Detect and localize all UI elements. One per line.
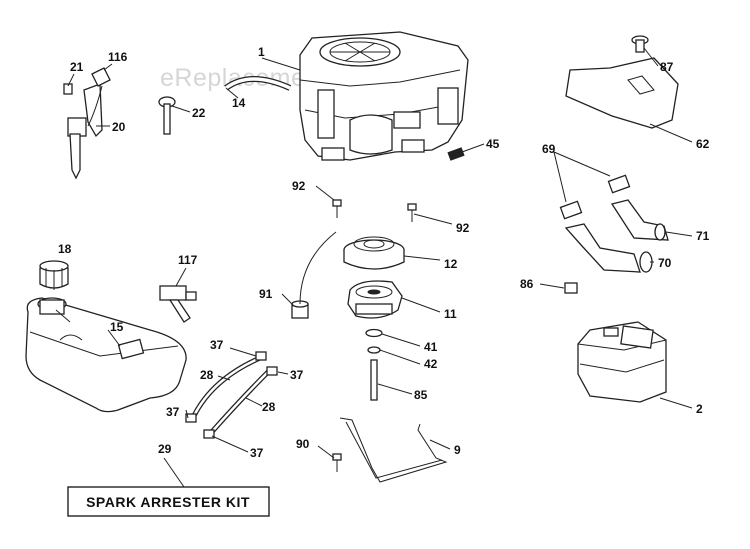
callout-86: 86 bbox=[520, 277, 534, 291]
throttle-control bbox=[63, 67, 111, 180]
callout-9: 9 bbox=[454, 443, 461, 457]
bolt-92-left bbox=[332, 199, 342, 218]
kit-frame bbox=[67, 486, 270, 517]
nut-86 bbox=[564, 282, 578, 294]
heat-shield bbox=[565, 57, 679, 129]
muffler bbox=[577, 321, 667, 403]
callout-20: 20 bbox=[112, 120, 126, 134]
callout-labels: 1 14 21 116 20 22 45 92 92 12 91 11 41 4… bbox=[58, 45, 710, 460]
callout-62: 62 bbox=[696, 137, 710, 151]
callout-92-left: 92 bbox=[292, 179, 306, 193]
engine bbox=[299, 31, 469, 161]
callout-91: 91 bbox=[259, 287, 273, 301]
muffler-bracket bbox=[339, 417, 448, 483]
callout-11: 11 bbox=[444, 307, 457, 321]
exhaust-pipes bbox=[564, 199, 669, 273]
gaskets bbox=[559, 174, 631, 220]
fuel-tank bbox=[25, 297, 187, 413]
callout-85: 85 bbox=[414, 388, 428, 402]
fuel-valve bbox=[159, 285, 197, 323]
callout-18: 18 bbox=[58, 242, 72, 256]
clutch bbox=[347, 280, 403, 319]
callout-12: 12 bbox=[444, 257, 458, 271]
callout-42: 42 bbox=[424, 357, 438, 371]
callout-87: 87 bbox=[660, 60, 674, 74]
choke-knob bbox=[158, 96, 176, 135]
clutch-bolt bbox=[370, 359, 378, 401]
callout-45: 45 bbox=[486, 137, 500, 151]
callout-92-right: 92 bbox=[456, 221, 470, 235]
callout-116: 116 bbox=[108, 50, 128, 64]
pulley bbox=[343, 236, 405, 270]
callout-41: 41 bbox=[424, 340, 438, 354]
screw-90 bbox=[332, 453, 342, 472]
callout-22: 22 bbox=[192, 106, 206, 120]
callout-21: 21 bbox=[70, 60, 84, 74]
kit-label: SPARK ARRESTER KIT bbox=[86, 494, 250, 510]
washers bbox=[365, 328, 383, 354]
callout-37-c: 37 bbox=[166, 405, 180, 419]
callout-1: 1 bbox=[258, 45, 265, 59]
callout-28-b: 28 bbox=[262, 400, 276, 414]
callout-37-b: 37 bbox=[290, 368, 304, 382]
spark-plug-boot bbox=[447, 147, 465, 161]
callout-71: 71 bbox=[696, 229, 710, 243]
callout-15: 15 bbox=[110, 320, 124, 334]
callout-117: 117 bbox=[178, 253, 198, 267]
fuel-cap bbox=[39, 260, 69, 290]
callout-2: 2 bbox=[696, 402, 703, 416]
bolt-92-right bbox=[407, 203, 417, 222]
leader-lines bbox=[55, 47, 693, 488]
callout-69: 69 bbox=[542, 142, 556, 156]
callout-90: 90 bbox=[296, 437, 310, 451]
callout-37-a: 37 bbox=[210, 338, 224, 352]
callout-37-d: 37 bbox=[250, 446, 264, 460]
clamps bbox=[185, 351, 278, 439]
callout-28-a: 28 bbox=[200, 368, 214, 382]
callout-29: 29 bbox=[158, 442, 172, 456]
callout-14: 14 bbox=[232, 96, 246, 110]
callout-70: 70 bbox=[658, 256, 672, 270]
heat-shield-screw bbox=[631, 35, 649, 53]
